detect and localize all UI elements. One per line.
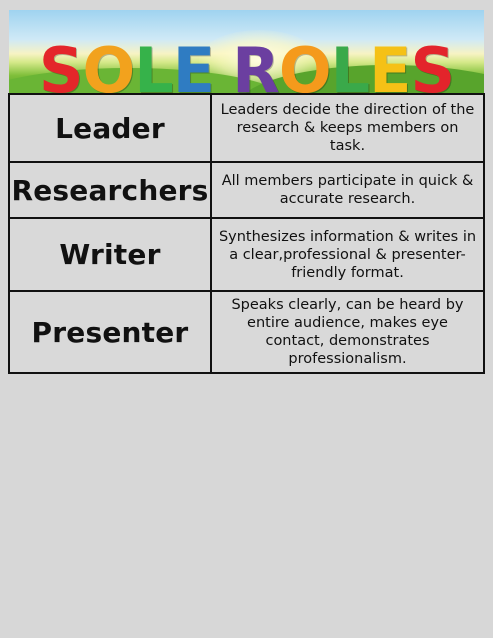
role-description: Synthesizes information & writes in a cl… — [210, 217, 485, 292]
role-name: Writer — [8, 217, 212, 292]
title-letter: L — [134, 34, 174, 95]
table-row: Presenter Speaks clearly, can be heard b… — [8, 290, 485, 374]
page-title: S O L E R O L E S — [9, 28, 484, 95]
table-row: Researchers All members participate in q… — [8, 161, 485, 219]
role-description: Speaks clearly, can be heard by entire a… — [210, 290, 485, 374]
table-row: Writer Synthesizes information & writes … — [8, 217, 485, 292]
title-letter: R — [232, 34, 280, 95]
role-description: Leaders decide the direction of the rese… — [210, 93, 485, 163]
title-letter: E — [369, 34, 411, 95]
table-row: Leader Leaders decide the direction of t… — [8, 93, 485, 163]
title-letter: L — [330, 34, 371, 95]
title-letter: S — [38, 34, 84, 95]
role-name: Presenter — [8, 290, 212, 374]
roles-table: Leader Leaders decide the direction of t… — [8, 93, 485, 374]
title-letter: E — [172, 34, 215, 95]
title-letter: S — [410, 34, 455, 95]
role-description: All members participate in quick & accur… — [210, 161, 485, 219]
title-letter: O — [278, 34, 332, 95]
title-letter: O — [82, 34, 136, 95]
title-banner: S O L E R O L E S — [9, 10, 484, 94]
role-name: Researchers — [8, 161, 212, 219]
role-name: Leader — [8, 93, 212, 163]
